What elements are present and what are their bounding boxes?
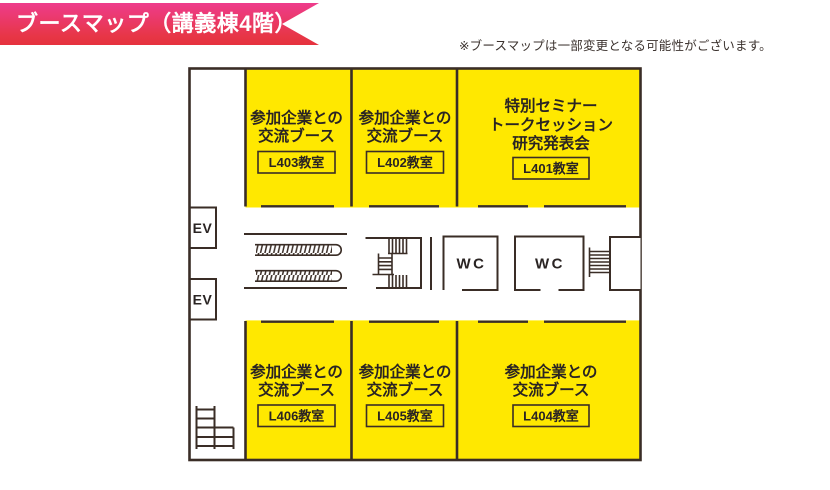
bottom-left-stairs-icon <box>195 406 235 449</box>
elevator-2-label: EV <box>193 292 213 308</box>
room-L401-title-line1: 特別セミナー <box>504 96 597 115</box>
room-L403-title-line1: 参加企業との <box>250 108 343 127</box>
bottom-room-band <box>245 320 641 460</box>
room-L405-label: L405教室 <box>377 409 433 424</box>
room-L401-title-line2: トークセッション <box>489 116 613 134</box>
corridor-walls <box>261 205 626 323</box>
right-stairs-icon <box>588 247 610 277</box>
page-title: ブースマップ（講義棟4階） <box>16 11 297 36</box>
room-L404-title-line1: 参加企業との <box>505 362 598 381</box>
room-L405: 参加企業との 交流ブース L405教室 <box>359 362 452 428</box>
elevator-2: EV <box>188 278 217 321</box>
room-L405-title-line1: 参加企業との <box>359 362 452 381</box>
toilet-2-label: WC <box>535 256 565 273</box>
right-small-room <box>609 236 641 291</box>
room-L406-title-line1: 参加企業との <box>250 362 343 381</box>
elevator-2-box <box>188 278 217 321</box>
toilet-1: WC <box>442 235 499 291</box>
room-L402-label-box <box>365 150 445 174</box>
room-L403-label: L403教室 <box>269 155 325 170</box>
room-L404-label-box <box>512 404 590 428</box>
toilet-1-label: WC <box>457 256 487 273</box>
room-L402-title-line2: 交流ブース <box>367 126 444 145</box>
room-L403-title-line2: 交流ブース <box>258 126 335 145</box>
room-L403-label-box <box>257 150 336 174</box>
room-L401: 特別セミナー トークセッション 研究発表会 L401教室 <box>489 96 613 180</box>
escalator-icon <box>244 233 347 289</box>
room-L404-title-line2: 交流ブース <box>513 380 590 399</box>
disclaimer-note: ※ブースマップは一部変更となる可能性がございます。 <box>459 39 772 53</box>
elevator-1: EV <box>188 206 217 249</box>
elevator-1-box <box>188 206 217 249</box>
room-L404-label: L404教室 <box>523 409 579 424</box>
room-L402-title-line1: 参加企業との <box>359 108 452 127</box>
room-L401-title-line3: 研究発表会 <box>512 134 590 153</box>
room-L402-label: L402教室 <box>377 155 433 170</box>
room-divider-walls <box>244 69 459 459</box>
room-L406: 参加企業との 交流ブース L406教室 <box>250 362 343 428</box>
top-room-band <box>245 69 641 208</box>
elevator-1-label: EV <box>193 220 213 236</box>
room-L401-label-box <box>512 156 590 180</box>
room-L402: 参加企業との 交流ブース L402教室 <box>359 108 452 174</box>
page-title-banner: ブースマップ（講義棟4階） <box>0 3 319 45</box>
room-L404: 参加企業との 交流ブース L404教室 <box>505 362 598 428</box>
room-L406-label: L406教室 <box>269 409 325 424</box>
central-stairs-icon <box>365 237 422 289</box>
room-L405-label-box <box>365 404 445 428</box>
room-L406-label-box <box>257 404 336 428</box>
room-L406-title-line2: 交流ブース <box>258 380 335 399</box>
room-L401-label: L401教室 <box>523 161 579 176</box>
room-L403: 参加企業との 交流ブース L403教室 <box>250 108 343 174</box>
toilet-2: WC <box>514 235 585 291</box>
room-L405-title-line2: 交流ブース <box>367 380 444 399</box>
